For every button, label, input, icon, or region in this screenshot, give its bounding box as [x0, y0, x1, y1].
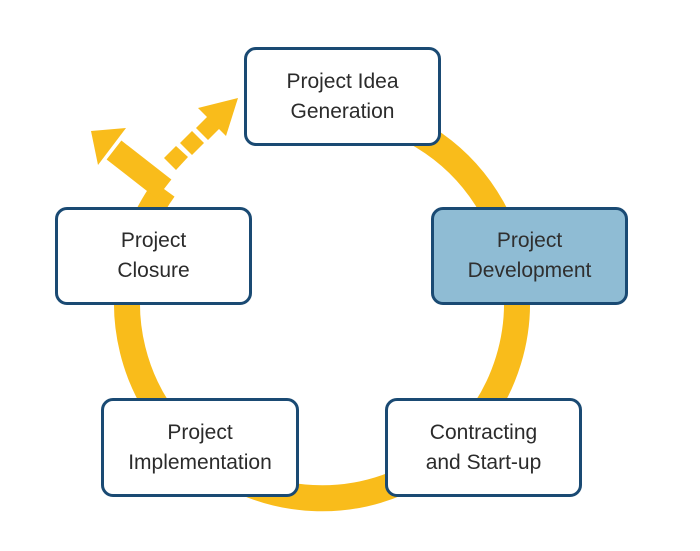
exit-arrow-shaft: [106, 140, 172, 199]
reentry-arrow: [164, 98, 238, 170]
stage-project-implementation: Project Implementation: [101, 398, 299, 497]
reentry-dash-2: [180, 131, 204, 155]
exit-arrow-head: [91, 128, 126, 165]
stage-project-closure: Project Closure: [55, 207, 252, 305]
stage-project-idea-generation: Project Idea Generation: [244, 47, 441, 146]
reentry-arrow-head: [198, 98, 238, 136]
reentry-dash-1: [164, 146, 188, 170]
stage-project-development: Project Development: [431, 207, 628, 305]
stage-contracting-start-up: Contracting and Start-up: [385, 398, 582, 497]
